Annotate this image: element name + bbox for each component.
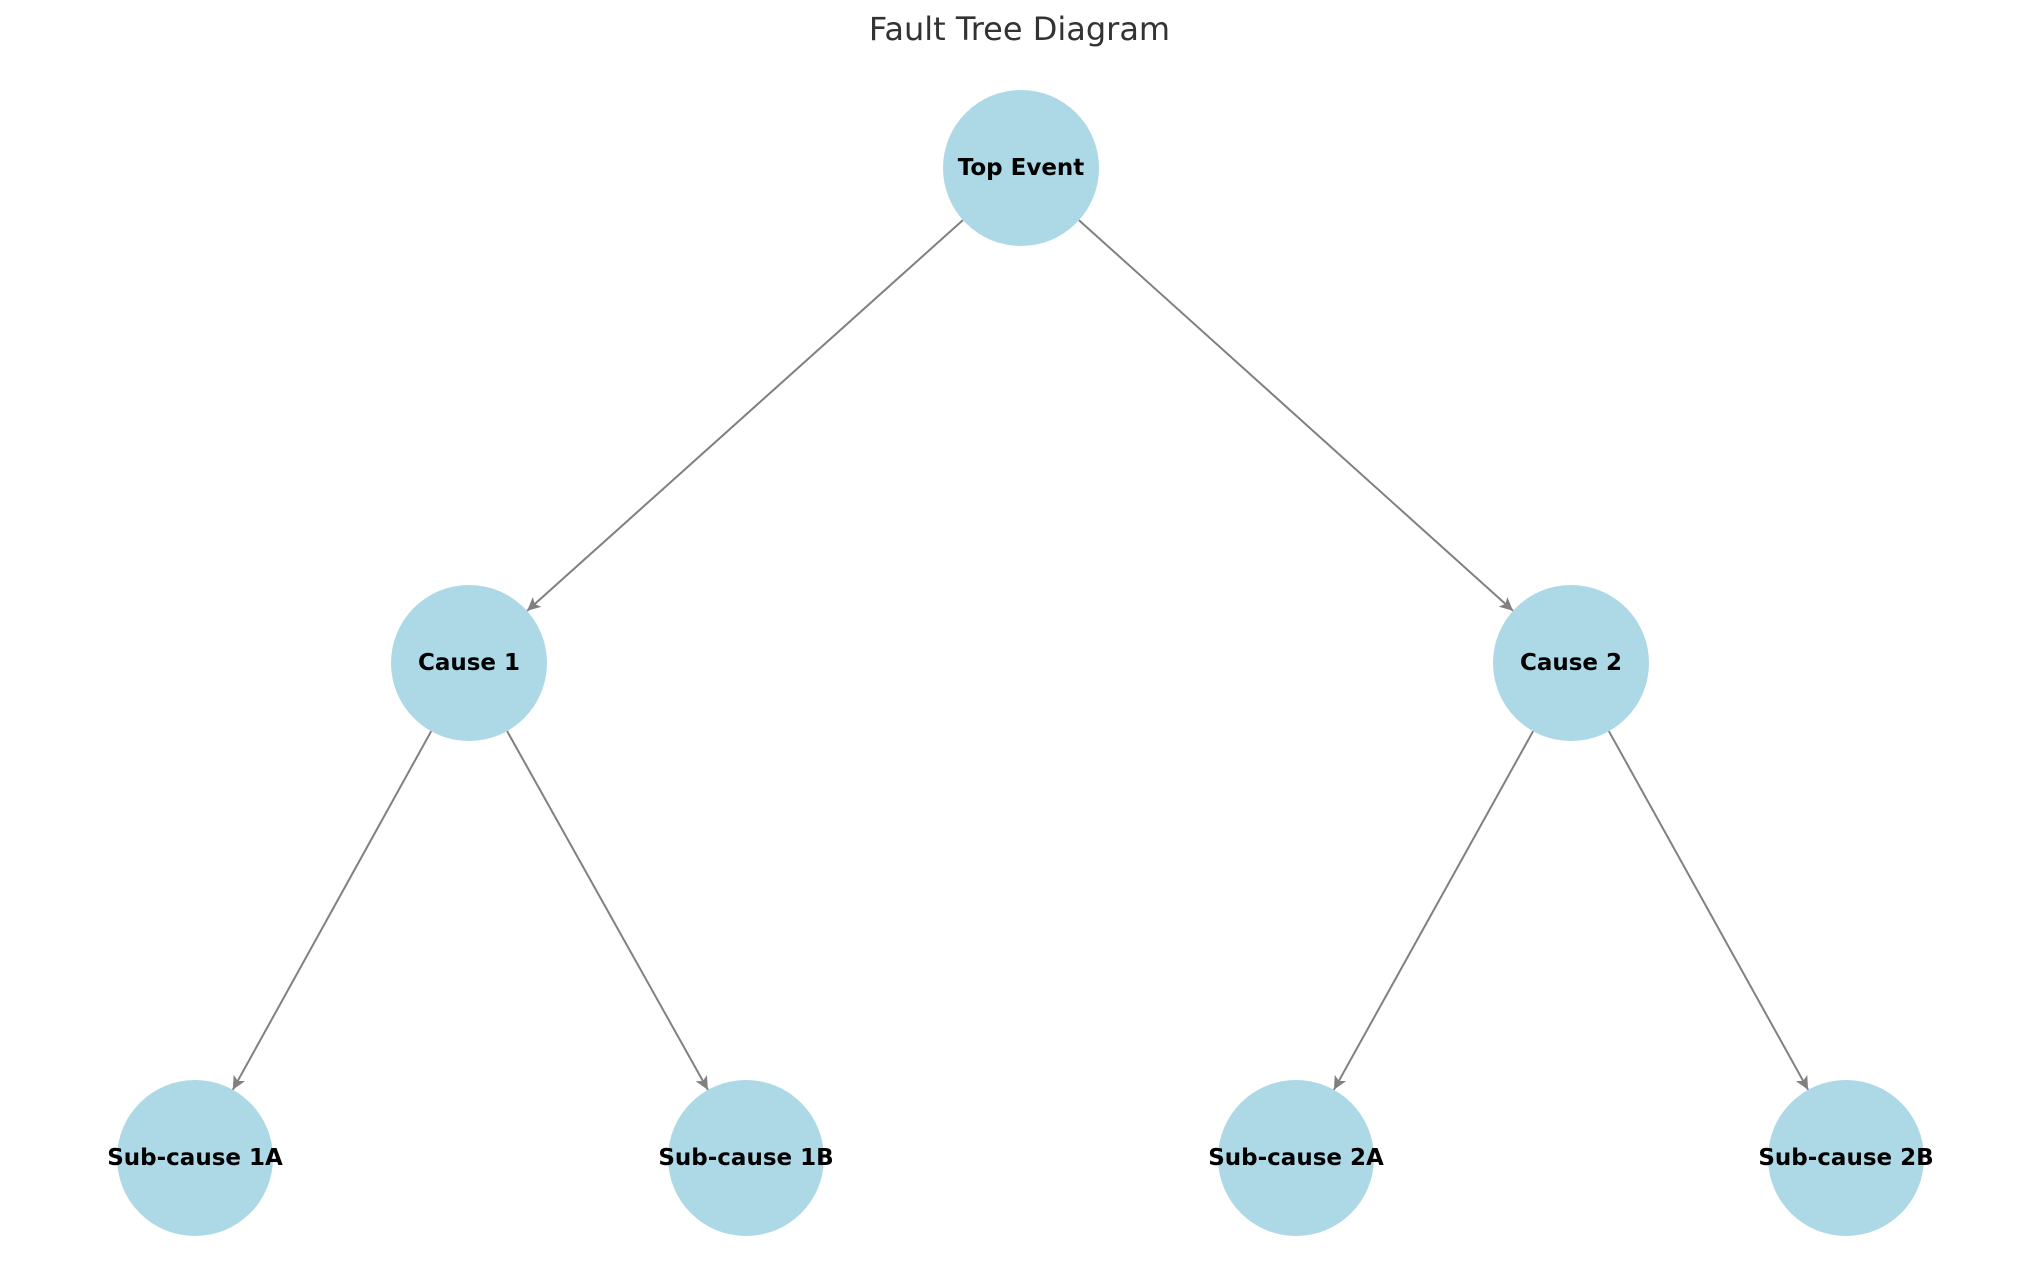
node-sub-cause-1b: Sub-cause 1B [658,1080,834,1236]
node-cause-2: Cause 2 [1493,585,1649,741]
edge-cause-1-to-sub-cause-1b [506,730,709,1091]
node-sub-cause-1a: Sub-cause 1A [107,1080,283,1236]
node-label-cause-1: Cause 1 [417,649,521,676]
edges-group [231,219,1809,1091]
node-top-event: Top Event [943,90,1099,246]
node-sub-cause-2a: Sub-cause 2A [1208,1080,1384,1236]
edge-cause-2-to-sub-cause-2a [1333,730,1534,1091]
node-cause-1: Cause 1 [391,585,547,741]
edge-top-event-to-cause-2 [1078,219,1514,612]
node-label-top-event: Top Event [957,154,1085,181]
node-label-sub-cause-1b: Sub-cause 1B [658,1144,834,1171]
diagram-title: Fault Tree Diagram [868,10,1171,48]
node-label-sub-cause-2b: Sub-cause 2B [1758,1144,1934,1171]
edge-top-event-to-cause-1 [526,219,964,612]
node-label-sub-cause-1a: Sub-cause 1A [107,1144,283,1171]
node-label-sub-cause-2a: Sub-cause 2A [1208,1144,1384,1171]
node-sub-cause-2b: Sub-cause 2B [1758,1080,1934,1236]
edge-cause-1-to-sub-cause-1a [231,730,433,1091]
node-label-cause-2: Cause 2 [1519,649,1623,676]
edge-cause-2-to-sub-cause-2b [1608,730,1809,1091]
